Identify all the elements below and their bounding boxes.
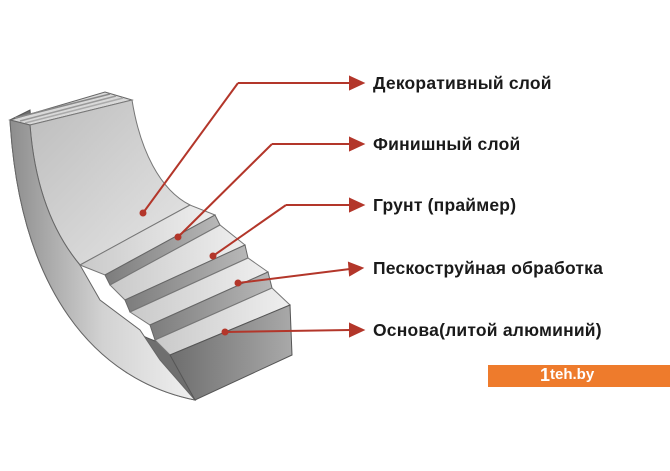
watermark-logo-digit: 1 — [540, 365, 551, 385]
label-base-layer: Основа(литой алюминий) — [373, 320, 602, 340]
arrow-decorative — [139, 75, 366, 217]
arrow-sandblast — [234, 261, 365, 287]
arrow-base — [221, 322, 366, 338]
pan-wall-layer-line — [14, 93, 111, 119]
arrow-primer — [209, 197, 366, 260]
label-finish-layer: Финишный слой — [373, 134, 521, 154]
pan-wall-layer-line — [19, 95, 117, 122]
pan-wall-layer-line — [24, 97, 124, 124]
watermark-text: teh.by — [550, 366, 595, 383]
label-decorative-layer: Декоративный слой — [373, 73, 552, 93]
arrow-finish — [174, 136, 366, 241]
label-sandblast-layer: Пескоструйная обработка — [373, 258, 604, 278]
step-layer-4-front — [169, 304, 293, 401]
label-primer-layer: Грунт (праймер) — [373, 195, 517, 215]
watermark-banner: 1 teh.by — [488, 365, 670, 387]
